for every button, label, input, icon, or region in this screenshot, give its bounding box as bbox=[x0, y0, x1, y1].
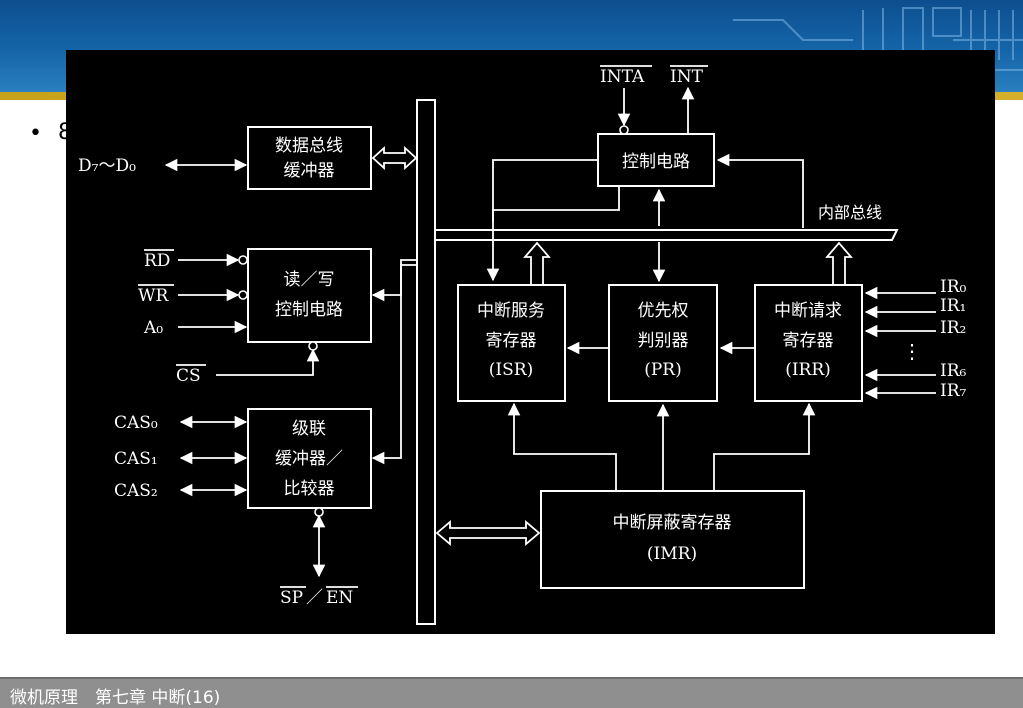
cs-line bbox=[216, 348, 320, 376]
irr-block bbox=[754, 284, 863, 402]
vertical-internal-bus bbox=[416, 99, 436, 625]
footer-text: 微机原理 第七章 中断(16) bbox=[10, 688, 221, 708]
ir7-signal-label: IR₇ bbox=[940, 381, 967, 401]
rd-inversion-bubble bbox=[238, 255, 248, 265]
en-signal-label: EN bbox=[326, 588, 353, 608]
internal-bus-label: 内部总线 bbox=[818, 203, 882, 222]
data-buffer-bus-arrow bbox=[371, 145, 418, 171]
diagram-8259a: 数据总线 缓冲器 读／写 控制电路 级联 缓冲器／ 比较器 控制电路 中断服务 … bbox=[66, 50, 995, 634]
irr-to-control-right-loop bbox=[716, 153, 804, 228]
rd-signal-label: RD bbox=[144, 251, 170, 271]
data-buffer-label-line2: 缓冲器 bbox=[284, 161, 335, 181]
imr-to-irr-line bbox=[713, 402, 816, 491]
imr-to-isr-line bbox=[507, 402, 617, 491]
ir2-signal-label: IR₂ bbox=[940, 318, 966, 338]
cascade-to-bus-line bbox=[371, 264, 416, 465]
pr-block bbox=[608, 284, 718, 402]
cascade-label-line1: 级联 bbox=[292, 419, 326, 439]
cs-inversion-bubble bbox=[308, 341, 318, 351]
sp-en-separator: ／ bbox=[306, 588, 323, 608]
control-logic-label: 控制电路 bbox=[622, 152, 690, 172]
cs-signal-label: CS bbox=[176, 366, 201, 386]
data-signal-label: D₇～D₀ bbox=[78, 156, 136, 176]
sp-en-inversion-bubble bbox=[314, 507, 324, 517]
ir1-signal-label: IR₁ bbox=[940, 296, 966, 316]
rw-control-label-line2: 控制电路 bbox=[275, 300, 343, 320]
isr-block bbox=[457, 284, 566, 402]
pr-label-line1: 优先权 bbox=[638, 301, 689, 321]
rw-control-block bbox=[247, 248, 372, 343]
diagram-svg: 数据总线 缓冲器 读／写 控制电路 级联 缓冲器／ 比较器 控制电路 中断服务 … bbox=[78, 65, 967, 625]
a0-signal-label: A₀ bbox=[143, 318, 163, 338]
irr-label-line3: (IRR) bbox=[785, 360, 831, 380]
bus-imr-hollow-arrow bbox=[435, 520, 541, 546]
irr-label-line1: 中断请求 bbox=[774, 301, 842, 321]
slide-footer: 微机原理 第七章 中断(16) bbox=[0, 677, 1023, 708]
cas0-signal-label: CAS₀ bbox=[114, 413, 158, 433]
control-to-isr-line bbox=[486, 186, 620, 282]
cascade-comparator-block bbox=[247, 408, 372, 509]
isr-label-line2: 寄存器 bbox=[486, 331, 537, 351]
bullet-icon: • bbox=[29, 121, 42, 146]
rw-control-label-line1: 读／写 bbox=[284, 270, 335, 290]
isr-bus-hollow-arrow bbox=[523, 241, 551, 284]
control-to-isr-left-loop bbox=[492, 159, 598, 222]
wr-inversion-bubble bbox=[238, 290, 248, 300]
horizontal-internal-bus bbox=[435, 229, 899, 241]
isr-label-line1: 中断服务 bbox=[477, 301, 545, 321]
inta-inversion-bubble bbox=[619, 125, 629, 135]
cas1-signal-label: CAS₁ bbox=[114, 449, 158, 469]
pr-label-line3: (PR) bbox=[644, 360, 682, 380]
wr-signal-label: WR bbox=[138, 286, 169, 306]
data-buffer-label-line1: 数据总线 bbox=[275, 136, 343, 156]
cas2-signal-label: CAS₂ bbox=[114, 481, 158, 501]
sp-signal-label: SP bbox=[280, 588, 303, 608]
data-bus-buffer-block bbox=[247, 126, 372, 190]
inta-signal-label: INTA bbox=[600, 67, 645, 87]
cascade-label-line3: 比较器 bbox=[284, 479, 335, 499]
irr-bus-hollow-arrow bbox=[825, 241, 853, 284]
imr-label-line2: (IMR) bbox=[647, 544, 697, 564]
irr-label-line2: 寄存器 bbox=[783, 331, 834, 351]
imr-label-line1: 中断屏蔽寄存器 bbox=[613, 513, 732, 533]
imr-block bbox=[540, 490, 805, 589]
int-signal-label: INT bbox=[670, 67, 704, 87]
isr-label-line3: (ISR) bbox=[489, 360, 533, 380]
ir6-signal-label: IR₆ bbox=[940, 361, 967, 381]
ir-ellipsis: ⋮ bbox=[902, 339, 922, 363]
pr-label-line2: 判别器 bbox=[638, 331, 689, 351]
ir0-signal-label: IR₀ bbox=[940, 277, 967, 297]
cascade-label-line2: 缓冲器／ bbox=[275, 449, 343, 469]
